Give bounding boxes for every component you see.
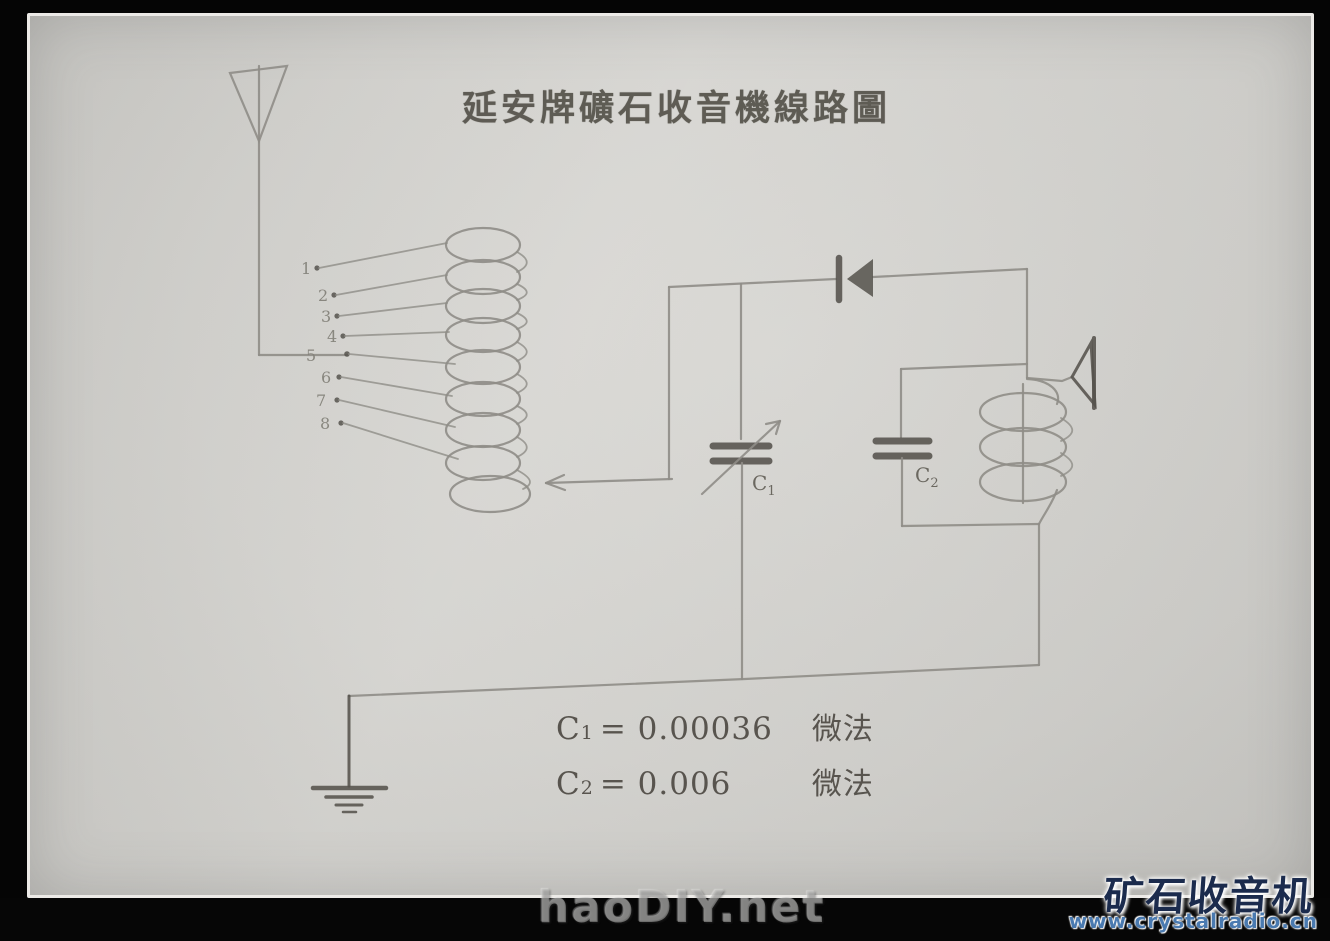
tap-label-3: 3 bbox=[321, 307, 331, 326]
site-url: www.crystalradio.cn bbox=[1068, 909, 1318, 933]
earphone-coil bbox=[978, 377, 1074, 526]
photo-paper bbox=[27, 13, 1314, 898]
antenna-icon bbox=[228, 64, 349, 357]
c1-subscript: 1 bbox=[580, 722, 594, 744]
tuning-coil bbox=[444, 226, 532, 514]
tap-label-6: 6 bbox=[321, 368, 331, 387]
c1-symbol: C bbox=[556, 711, 581, 747]
coil-taps bbox=[314, 242, 459, 460]
ground-icon bbox=[310, 694, 389, 814]
tap-label-8: 8 bbox=[320, 414, 330, 433]
coil-wiper-wire bbox=[544, 473, 674, 492]
variable-capacitor-c1: C1 bbox=[700, 282, 782, 681]
tap-label-7: 7 bbox=[316, 391, 326, 410]
earphone-icon bbox=[1025, 336, 1097, 410]
c2-unit: 微法 bbox=[811, 767, 874, 802]
c2-value: = 0.006 bbox=[599, 766, 732, 802]
watermark-haodiy: haoDIY.net bbox=[538, 882, 826, 933]
crystal-diode bbox=[835, 254, 873, 304]
tap-label-2: 2 bbox=[318, 286, 328, 305]
circuit-wires bbox=[347, 267, 1041, 698]
c1-value: = 0.00036 bbox=[599, 711, 773, 747]
c2-symbol: C bbox=[556, 766, 581, 802]
fixed-capacitor-c2: C2 bbox=[872, 362, 1041, 528]
bottom-banner bbox=[0, 898, 1330, 941]
c1-unit: 微法 bbox=[811, 712, 874, 747]
tap-label-1: 1 bbox=[301, 259, 311, 278]
diagram-title: 延安牌礦石收音機線路圖 bbox=[462, 88, 892, 129]
c1-component-label: C1 bbox=[752, 471, 776, 499]
c2-component-label: C2 bbox=[915, 463, 939, 491]
tap-label-4: 4 bbox=[327, 327, 337, 346]
tap-numbers: 1 2 3 4 5 6 7 8 bbox=[301, 259, 337, 433]
tap-label-5: 5 bbox=[306, 346, 316, 365]
c2-subscript: 2 bbox=[580, 777, 594, 799]
